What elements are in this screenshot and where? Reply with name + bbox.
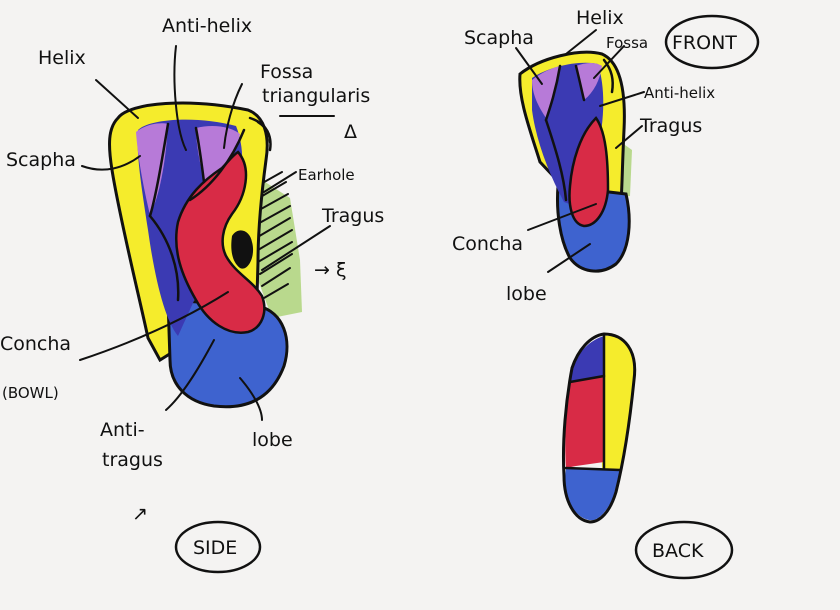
label-side-lobe: lobe [252,429,293,451]
side-view-circle [174,520,262,574]
view-circles [174,14,760,580]
side-inner-contours [148,116,272,302]
front-inner-contours [544,58,614,202]
back-view-circle [634,520,734,580]
leader-lines [79,29,645,421]
label-side-earhole: Earhole [298,166,355,184]
label-side-helix: Helix [38,47,86,69]
label-side-fossa-line2: triangularis [262,85,370,107]
side-ear [108,101,302,409]
label-front-lobe: lobe [506,283,547,305]
back-ear [561,332,637,524]
label-back-view: BACK [652,540,704,562]
side-tragus-hatching [249,171,293,299]
side-fossa-region [196,126,240,182]
label-front-tragus: Tragus [639,115,702,137]
label-side-tragus-symbol: → ξ [314,259,347,281]
label-front-view: FRONT [672,32,737,54]
label-side-antihelix: Anti-helix [162,15,252,37]
label-side-concha-line2: (BOWL) [2,384,59,402]
back-upper-region [570,336,604,382]
front-concha-region [568,116,610,228]
front-view-circle [664,14,760,70]
back-concha-region [565,376,604,468]
label-front-helix: Helix [576,7,624,29]
back-lobe-region [564,468,620,521]
label-side-antitragus-line2: tragus [102,449,163,471]
label-side-scapha: Scapha [6,149,76,171]
back-inner-contours [564,334,622,472]
label-side-fossa-line1: Fossa [260,61,313,83]
label-front-antihelix: Anti-helix [644,84,715,102]
label-side-concha-line1: Concha [0,333,71,355]
label-front-fossa: Fossa [606,34,648,52]
front-ear [518,50,632,273]
label-front-scapha: Scapha [464,27,534,49]
label-front-concha: Concha [452,233,523,255]
back-outline [561,332,637,524]
label-side-antitragus-line1: Anti- [100,419,145,441]
label-side-tragus: Tragus [321,205,384,227]
label-side-view: SIDE [193,537,237,559]
side-scapha-region [136,123,168,215]
label-side-antitragus-symbol: ↗ [132,503,148,525]
label-side-fossa-symbol: Δ [344,121,357,143]
side-earhole [231,230,254,269]
